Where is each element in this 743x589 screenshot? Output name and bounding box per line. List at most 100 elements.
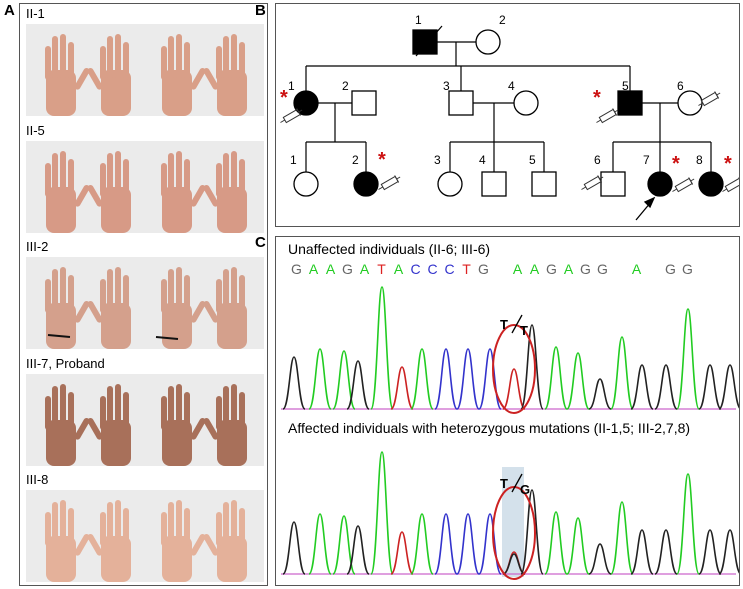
pedigree-female <box>437 171 463 197</box>
trace-peak-A <box>544 346 568 410</box>
pedigree-male <box>531 171 557 197</box>
trace-peak-A <box>566 517 590 575</box>
hand-icon <box>87 34 131 116</box>
pedigree-number: 1 <box>288 79 295 93</box>
sequence-base: G <box>546 261 557 277</box>
trace-peak-G <box>654 364 678 410</box>
variant-carrier-star: * <box>378 149 386 171</box>
panel-label-b: B <box>255 2 266 19</box>
pedigree-number: 4 <box>508 79 515 93</box>
trace-peak-C <box>456 513 480 575</box>
hand-icon <box>161 267 206 349</box>
blood-sample-icon <box>596 108 619 124</box>
pedigree-male <box>448 90 474 116</box>
sequence-base: G <box>597 261 608 277</box>
trace-peak-A <box>308 348 332 410</box>
pedigree-number: 1 <box>290 153 297 167</box>
hand-icon <box>87 150 131 233</box>
trace-peak-A <box>610 336 634 410</box>
pedigree-number: 2 <box>342 79 349 93</box>
trace-peak-G <box>698 364 722 410</box>
sequence-base: A <box>393 261 404 277</box>
trace-peak-G <box>346 525 370 575</box>
hand-icon <box>45 383 90 466</box>
trace-peak-G <box>346 360 370 410</box>
pedigree-number: 2 <box>352 153 359 167</box>
pedigree-number: 7 <box>643 153 650 167</box>
hand-icon <box>203 267 247 349</box>
variant-carrier-star: * <box>672 153 680 175</box>
hand-label: II-1 <box>26 6 45 21</box>
wildtype-site-circle <box>492 324 536 414</box>
trace-peak-A <box>676 473 700 575</box>
blood-sample-icon <box>378 175 401 191</box>
trace-peak-G <box>630 364 654 410</box>
pedigree-number: 1 <box>415 13 422 27</box>
proband-arrow <box>635 196 656 221</box>
svg-text:G: G <box>520 482 530 497</box>
trace-peak-C <box>434 348 458 410</box>
pedigree-male <box>481 171 507 197</box>
hand-icon <box>45 34 90 116</box>
trace-peak-G <box>520 489 544 575</box>
pedigree-female-affected <box>293 90 319 116</box>
pedigree-female <box>293 171 319 197</box>
sequence-base: G <box>580 261 591 277</box>
sequence-base: A <box>308 261 319 277</box>
panel-label-a: A <box>4 2 15 19</box>
hands-illustration <box>45 267 247 349</box>
pedigree-female-affected <box>353 171 379 197</box>
trace-peak-G <box>718 364 739 410</box>
pedigree-number: 6 <box>594 153 601 167</box>
hands-illustration <box>45 34 247 116</box>
trace-peak-G <box>282 521 306 575</box>
sequence-base: G <box>478 261 489 277</box>
affected-title: Affected individuals with heterozygous m… <box>288 420 691 436</box>
hand-label: III-7, Proband <box>26 355 105 371</box>
trace-peak-T <box>502 368 526 410</box>
svg-text:T: T <box>500 317 508 332</box>
sequence-base: A <box>529 261 540 277</box>
mutation-highlight <box>502 467 524 577</box>
blood-sample-icon <box>581 175 604 191</box>
unaffected-title: Unaffected individuals (II-6; III-6) <box>288 241 491 257</box>
blood-sample-icon <box>698 91 721 107</box>
trace-peak-G <box>698 529 722 575</box>
pedigree-female-affected <box>647 171 673 197</box>
trace-peak-A <box>410 513 434 575</box>
svg-text:T: T <box>500 476 508 491</box>
variant-carrier-star: * <box>280 87 288 109</box>
pedigree-number: 5 <box>529 153 536 167</box>
trace-peak-G <box>718 529 739 575</box>
pedigree-number: 8 <box>696 153 703 167</box>
sequence-base: A <box>631 261 642 277</box>
hand-icon <box>161 150 206 233</box>
trace-peak-T <box>390 531 414 575</box>
hand-photo <box>26 490 264 582</box>
trace-peak-A <box>610 501 634 575</box>
trace-peak-A <box>370 286 394 410</box>
trace-peak-G <box>520 324 544 410</box>
trace-peak-A <box>370 451 394 575</box>
panel-label-c: C <box>255 234 266 251</box>
sequence-base: T <box>377 261 386 277</box>
hands-illustration <box>45 383 247 466</box>
variant-carrier-star: * <box>724 153 732 175</box>
sequence-base: C <box>427 261 438 277</box>
sequence-base: A <box>563 261 574 277</box>
trace-peak-G <box>282 356 306 410</box>
hand-label: III-2 <box>26 239 49 254</box>
sequence-base: G <box>665 261 676 277</box>
hand-label: III-8 <box>26 472 49 487</box>
sequence-base: T <box>462 261 471 277</box>
pedigree-number: 6 <box>677 79 684 93</box>
hand-icon <box>203 150 247 233</box>
trace-peak-C <box>478 348 502 410</box>
sequence-base: A <box>512 261 523 277</box>
hand-photo <box>26 373 264 466</box>
